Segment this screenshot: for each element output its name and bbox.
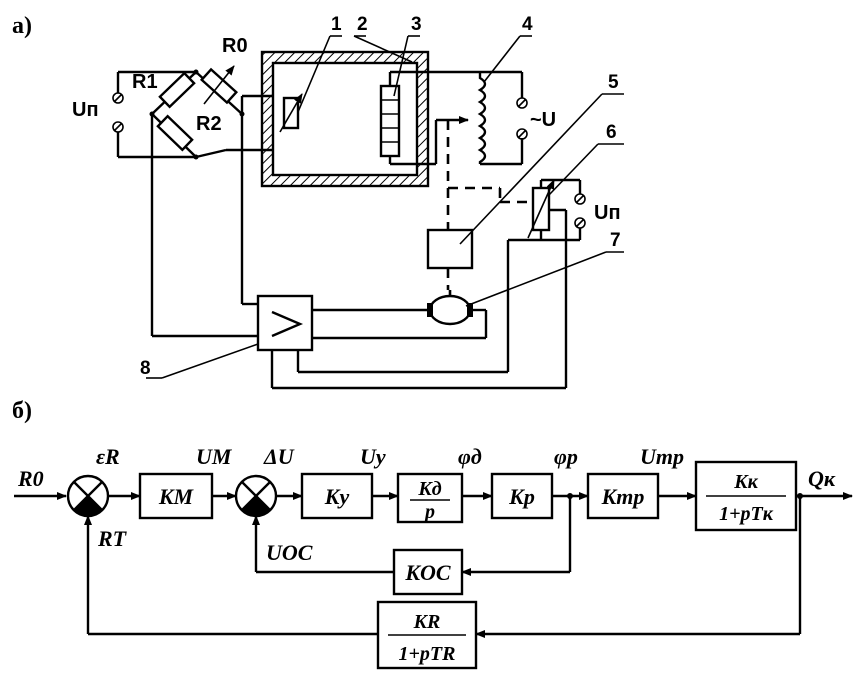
block-kk-num: Kк <box>733 471 758 493</box>
signal-phi-p: φp <box>554 444 578 469</box>
signal-du: ΔU <box>263 444 295 469</box>
outer-feedback-loop: KR 1+pTR RT <box>84 496 802 670</box>
signal-input: R0 <box>17 466 44 491</box>
pot-supply-label: Uп <box>594 202 621 224</box>
callout-4: 4 <box>522 14 533 35</box>
summing-junction-1 <box>66 474 110 518</box>
block-kd <box>396 472 464 524</box>
panel-b-label: б) <box>12 398 32 424</box>
heater <box>379 84 401 158</box>
signal-output: Qк <box>808 466 836 491</box>
furnace-chamber <box>260 50 430 188</box>
block-ktr <box>586 472 660 520</box>
block-kp <box>490 472 554 520</box>
signal-um: UM <box>196 444 233 469</box>
bridge-supply-label: Uп <box>72 99 99 121</box>
signal-uoc: UOC <box>266 540 313 565</box>
callout-7: 7 <box>610 230 621 251</box>
block-kd-num: Kд <box>417 478 441 500</box>
summing-junction-2 <box>234 474 278 518</box>
resistor-r1 <box>158 71 196 109</box>
amplifier <box>256 294 314 352</box>
callout-3: 3 <box>411 14 422 35</box>
signal-error: εR <box>96 444 120 469</box>
r2-label: R2 <box>196 113 222 135</box>
block-kd-den: p <box>423 501 435 523</box>
block-km <box>138 472 214 520</box>
callout-2: 2 <box>357 14 368 35</box>
signal-uy: Uy <box>360 444 386 469</box>
callout-6: 6 <box>606 122 617 143</box>
panel-b: б) R0 εR KM UM ΔU Ky Uy Kд <box>12 398 853 670</box>
r1-label: R1 <box>132 71 158 93</box>
callout-1: 1 <box>331 14 342 35</box>
signal-phi-d: φд <box>458 444 482 469</box>
ac-supply-label: ~U <box>530 109 556 131</box>
reducer <box>426 228 474 270</box>
autotransformer: ~U <box>477 70 556 166</box>
block-kk-den: 1+pTк <box>719 503 774 525</box>
signal-utr: Uтр <box>640 444 684 469</box>
panel-a: а) Uп R1 R2 R0 <box>12 13 624 390</box>
feedback-potentiometer: Uп <box>527 178 621 388</box>
bridge-supply-terminals: Uп <box>72 70 196 159</box>
block-ky-label: Ky <box>324 484 350 509</box>
block-ktr-label: Kтр <box>601 484 645 509</box>
block-kp-label: Kp <box>508 484 535 509</box>
servo-motor <box>312 290 488 340</box>
block-kr-num: KR <box>413 611 441 633</box>
measuring-bridge: R1 R2 R0 <box>132 35 292 160</box>
panel-a-label: а) <box>12 13 32 39</box>
signal-rt: RT <box>97 526 128 551</box>
callout-lines <box>146 35 624 379</box>
block-km-label: KM <box>158 484 195 509</box>
r0-label: R0 <box>222 35 248 57</box>
callout-5: 5 <box>608 72 619 93</box>
block-koc-label: KOC <box>404 560 451 585</box>
block-koc <box>392 548 464 596</box>
inner-feedback-loop: KOC UOC <box>252 496 572 596</box>
callout-8: 8 <box>140 358 151 379</box>
block-kr-den: 1+pTR <box>399 643 456 665</box>
resistor-r2 <box>156 114 194 152</box>
mechanical-linkage <box>446 120 530 290</box>
